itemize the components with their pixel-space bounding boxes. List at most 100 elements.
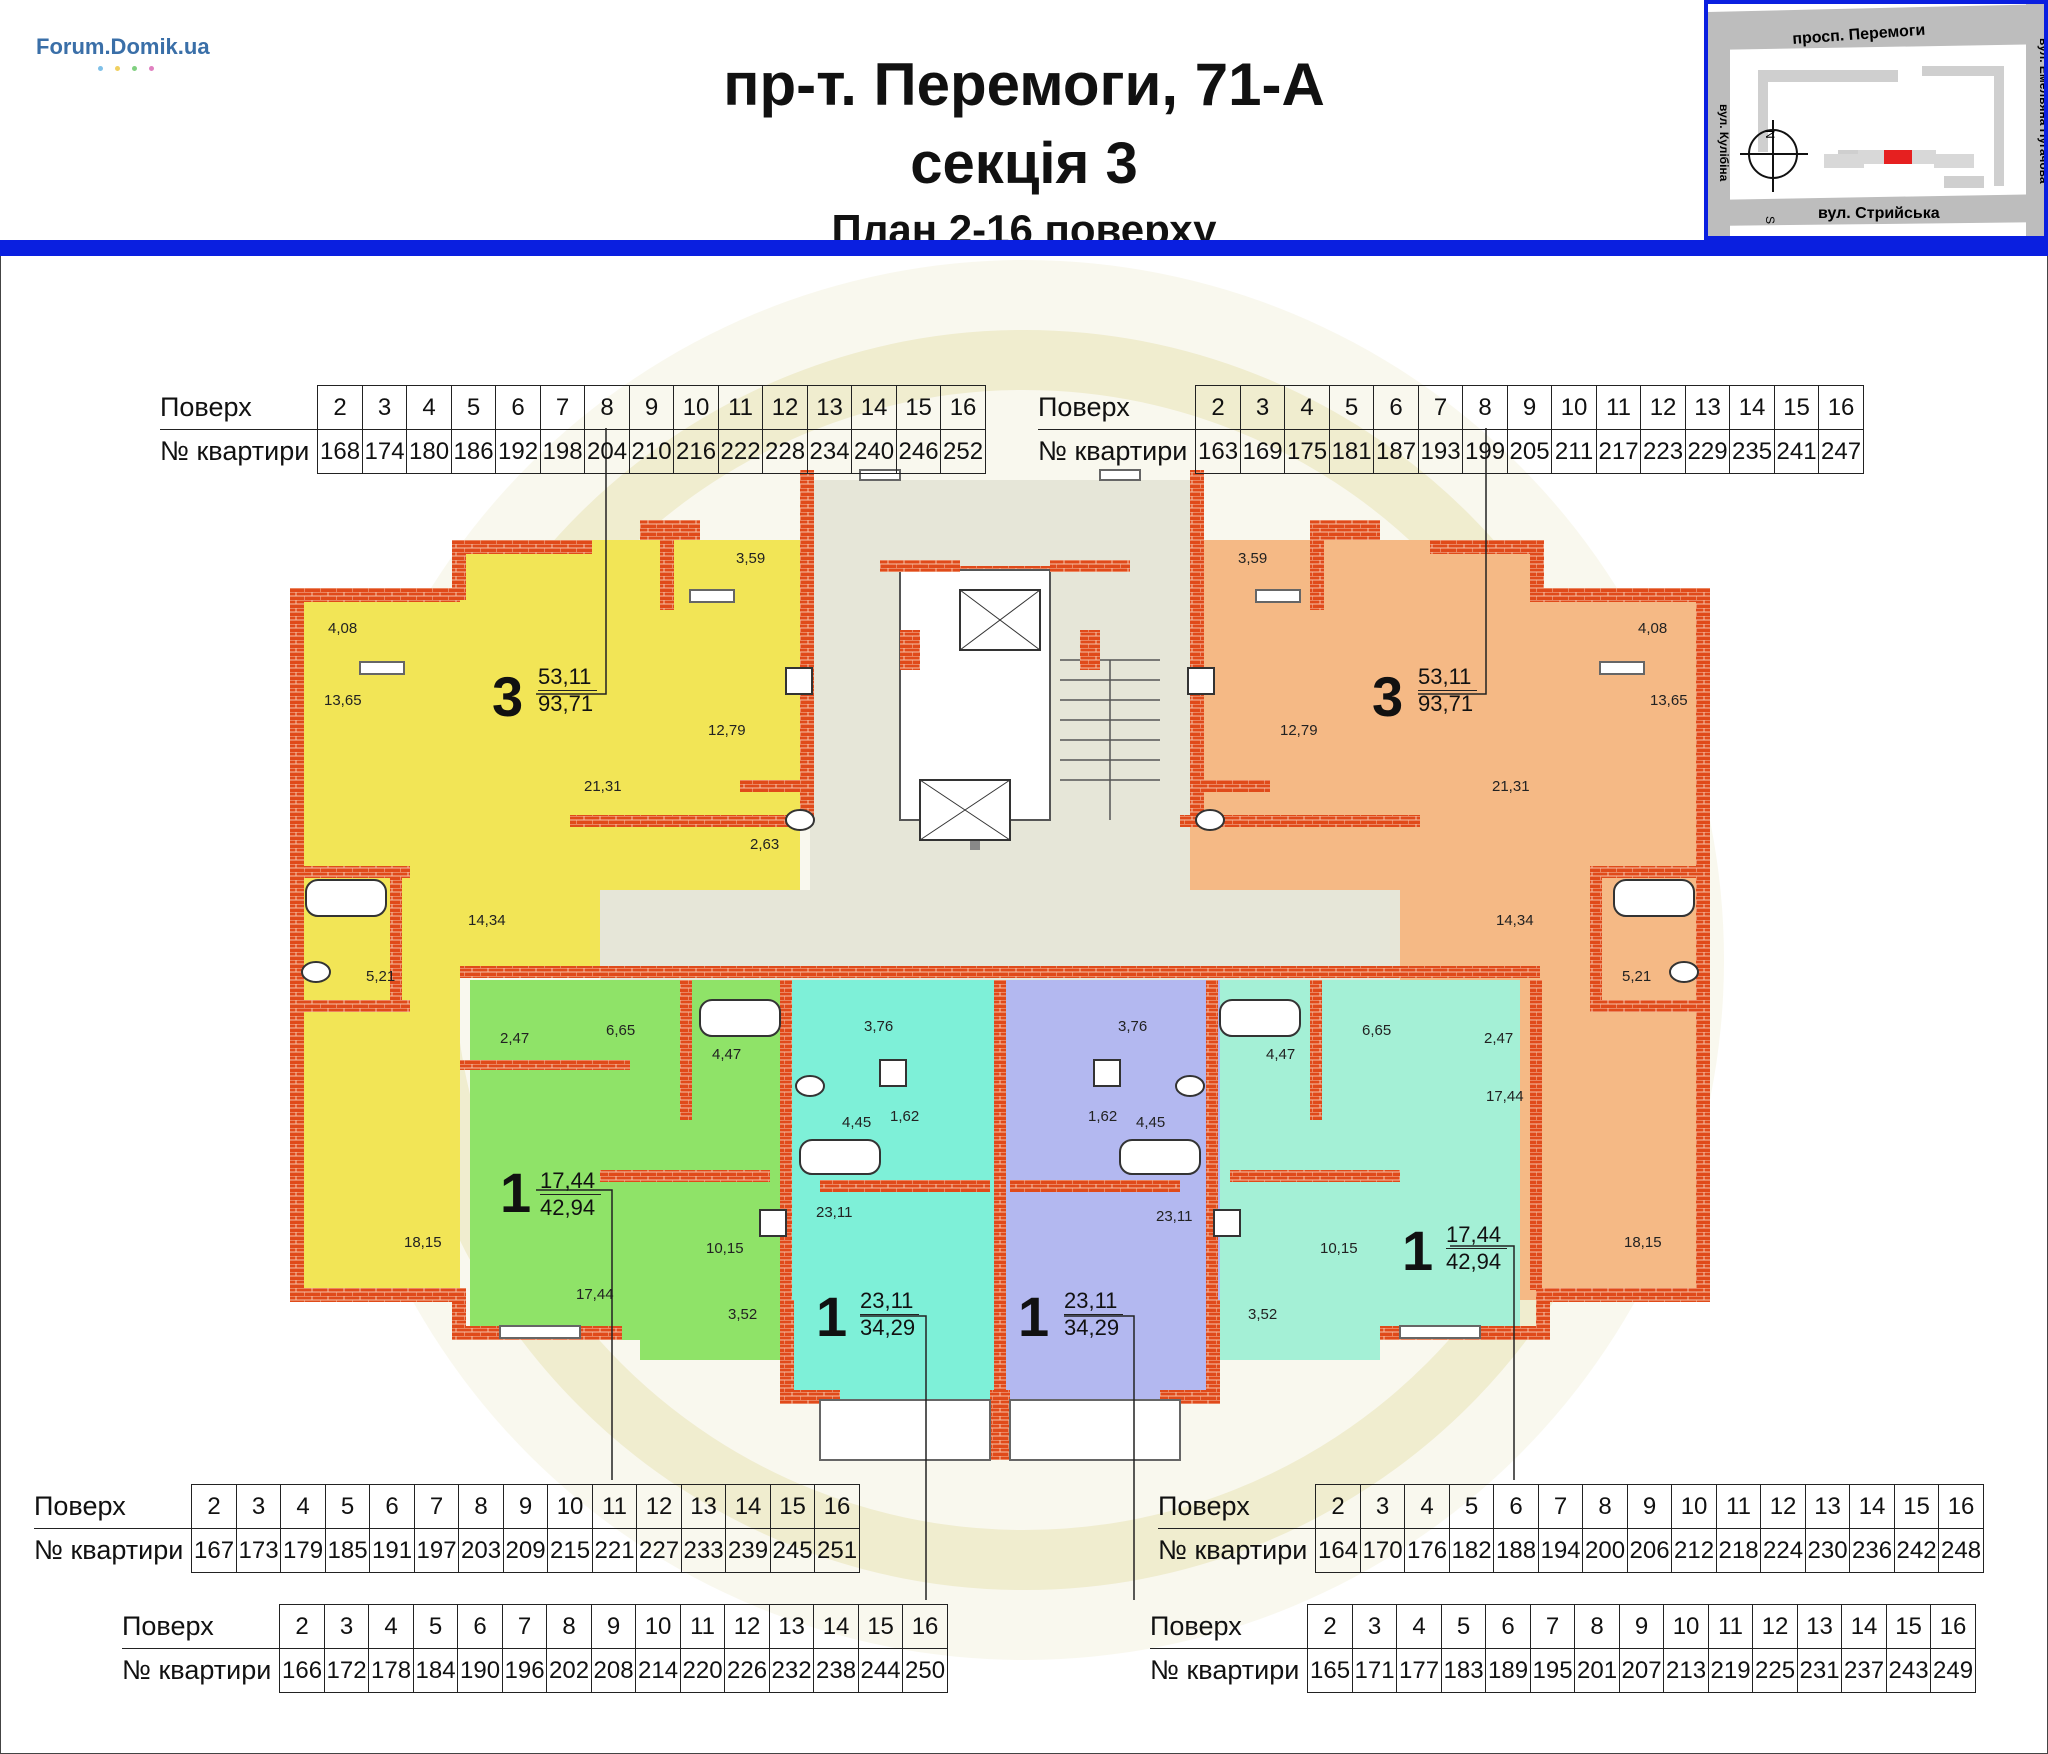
floor-cell: 15 [857, 1604, 904, 1649]
apartment-number-cell: 180 [406, 429, 452, 474]
floor-row-label: Поверх [1158, 1484, 1316, 1529]
room-area: 1,62 [890, 1108, 920, 1125]
floor-cell: 15 [769, 1484, 816, 1529]
floor-cell: 8 [458, 1484, 504, 1529]
apartment-number-cell: 181 [1328, 429, 1375, 474]
floor-cell: 16 [1930, 1604, 1976, 1649]
floor-row-label: Поверх [34, 1484, 192, 1529]
floor-cell: 4 [1404, 1484, 1450, 1529]
floor-cell: 14 [851, 385, 897, 430]
apartment-number-cell: 217 [1595, 429, 1642, 474]
room-area: 18,15 [1624, 1234, 1662, 1251]
apartment-number-cell: 190 [457, 1648, 503, 1693]
apartment-number-cell: 235 [1729, 429, 1775, 474]
floor-cell: 13 [680, 1484, 727, 1529]
room-area: 14,34 [1496, 912, 1534, 929]
apartment-row-label: № квартири [1158, 1535, 1308, 1566]
floor-cell: 6 [457, 1604, 503, 1649]
room-area: 13,65 [1650, 692, 1688, 709]
floor-cell: 6 [495, 385, 541, 430]
exterior-walls [290, 470, 1710, 1460]
apartment-number-cell: 173 [235, 1528, 282, 1573]
floor-cell: 5 [412, 1604, 459, 1649]
floor-cell: 3 [1359, 1484, 1406, 1529]
room-area: 14,34 [468, 912, 506, 929]
floor-cell: 8 [1574, 1604, 1620, 1649]
apartment-number-cell: 233 [680, 1528, 727, 1573]
apt-area: 53,11 93,71 [1418, 664, 1478, 717]
floor-cell: 9 [1506, 385, 1553, 430]
floor-cell: 13 [1804, 1484, 1851, 1529]
apt-area: 53,11 93,71 [538, 664, 598, 717]
apartment-number-cell: 230 [1804, 1528, 1851, 1573]
floor-row-label: Поверх [160, 385, 318, 430]
floor-cell: 9 [1618, 1604, 1665, 1649]
floor-cell: 2 [1307, 1604, 1353, 1649]
apartment-number-cell: 240 [851, 429, 897, 474]
floor-cell: 10 [673, 385, 719, 430]
floor-cell: 15 [1893, 1484, 1940, 1529]
floor-cell: 7 [413, 1484, 460, 1529]
minimap-street-left: вул. Кулібіна [1717, 104, 1731, 182]
floor-cell: 3 [1239, 385, 1286, 430]
floor-cell: 7 [1417, 385, 1464, 430]
apartment-number-cell: 210 [628, 429, 675, 474]
apartment-number-cell: 176 [1404, 1528, 1450, 1573]
floor-cell: 11 [717, 385, 764, 430]
floor-cell: 5 [1328, 385, 1375, 430]
apartment-number-cell: 179 [280, 1528, 326, 1573]
floor-cell: 11 [1595, 385, 1642, 430]
apartment-number-cell: 172 [323, 1648, 370, 1693]
apartment-number-cell: 221 [591, 1528, 638, 1573]
apt-rooms: 3 [1372, 665, 1404, 728]
floor-cell: 4 [368, 1604, 414, 1649]
floor-row-label: Поверх [1038, 385, 1196, 430]
floor-cell: 8 [1582, 1484, 1628, 1529]
floor-cell: 3 [361, 385, 408, 430]
floor-cell: 4 [1284, 385, 1330, 430]
forum-logo[interactable]: Forum.Domik.ua [36, 34, 210, 59]
apartment-number-cell: 212 [1671, 1528, 1717, 1573]
apartment-number-cell: 193 [1417, 429, 1464, 474]
floor-cell: 13 [806, 385, 853, 430]
apartment-number-cell: 250 [902, 1648, 948, 1693]
floor-cell: 13 [1684, 385, 1731, 430]
floor-cell: 4 [406, 385, 452, 430]
apartment-number-cell: 171 [1351, 1648, 1398, 1693]
room-area: 4,08 [328, 620, 358, 637]
floor-cell: 10 [547, 1484, 593, 1529]
apt-area: 17,44 42,94 [1446, 1222, 1508, 1275]
apartment-number-cell: 183 [1440, 1648, 1487, 1693]
apt-area: 23,11 34,29 [860, 1288, 920, 1341]
floor-cell: 16 [814, 1484, 860, 1529]
floor-cell: 10 [1671, 1484, 1717, 1529]
apartment-number-cell: 231 [1796, 1648, 1843, 1693]
apartment-number-cell: 222 [717, 429, 764, 474]
apartment-number-cell: 186 [450, 429, 497, 474]
room-area: 23,11 [816, 1204, 853, 1221]
floor-cell: 11 [679, 1604, 726, 1649]
apt-1-lavender-fill [1000, 980, 1220, 1460]
apartment-number-cell: 223 [1640, 429, 1686, 474]
apartment-number-cell: 196 [501, 1648, 548, 1693]
apartment-row-label: № квартири [122, 1655, 272, 1686]
floor-cell: 11 [1707, 1604, 1754, 1649]
apartment-number-cell: 203 [458, 1528, 504, 1573]
floor-cell: 14 [725, 1484, 771, 1529]
apartment-number-cell: 241 [1773, 429, 1820, 474]
room-area: 13,65 [324, 692, 362, 709]
floor-cell: 16 [940, 385, 986, 430]
apartment-number-cell: 232 [768, 1648, 815, 1693]
apartment-number-cell: 188 [1493, 1528, 1539, 1573]
floor-cell: 14 [1729, 385, 1775, 430]
apartment-number-cell: 248 [1938, 1528, 1984, 1573]
apt-rooms: 1 [816, 1285, 848, 1348]
apartment-number-cell: 167 [191, 1528, 237, 1573]
apartment-number-cell: 178 [368, 1648, 414, 1693]
apartment-number-cell: 202 [546, 1648, 592, 1693]
header-divider [0, 240, 2048, 256]
